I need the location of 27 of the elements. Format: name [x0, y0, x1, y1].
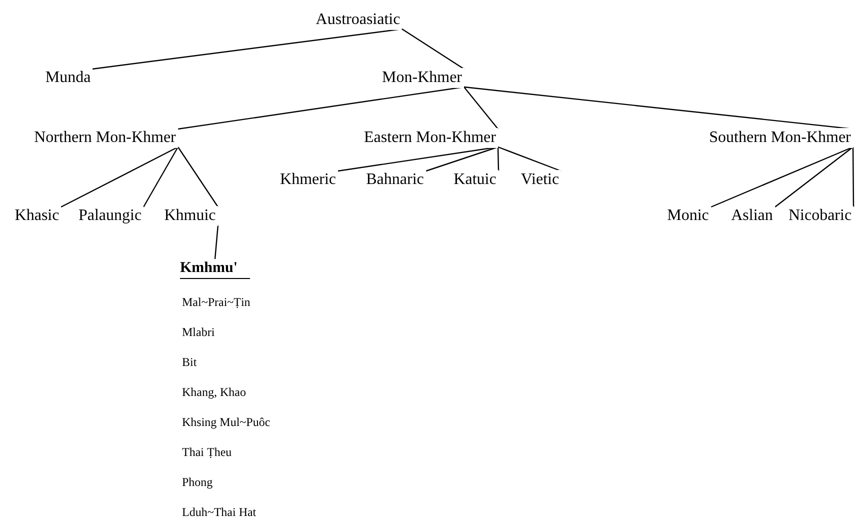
language-item: Mlabri	[182, 324, 215, 340]
tree-line	[498, 146, 562, 172]
language-item: Khsing Mul~Puôc	[182, 414, 270, 430]
tree-line	[214, 224, 219, 260]
language-name: Palaungic	[76, 206, 144, 226]
language-item: Phong	[182, 474, 213, 490]
tree-line	[464, 86, 498, 130]
language-item: Bit	[182, 354, 197, 370]
tree-line	[774, 146, 854, 208]
language-item: Khang, Khao	[182, 384, 246, 400]
language-name: Khmuic	[162, 206, 218, 226]
tree-line	[426, 146, 498, 172]
tree-line	[402, 28, 464, 70]
tree-line	[60, 146, 178, 208]
language-heading: Kmhmu'	[180, 258, 250, 279]
tree-line	[142, 146, 179, 208]
language-name: Austroasiatic	[314, 10, 402, 30]
tree-line	[178, 146, 218, 208]
language-name: Southern Mon-Khmer	[707, 128, 853, 148]
language-name: Mon-Khmer	[380, 68, 464, 88]
tree-line	[497, 146, 500, 172]
language-item: Mal~Prai~Ṭin	[182, 294, 250, 310]
language-item: Thai Ṭheu	[182, 444, 232, 460]
language-name: Eastern Mon-Khmer	[362, 128, 498, 148]
tree-line	[852, 147, 854, 207]
language-item: Lduh~Thai Hat	[182, 504, 256, 520]
language-name: Northern Mon-Khmer	[32, 128, 178, 148]
